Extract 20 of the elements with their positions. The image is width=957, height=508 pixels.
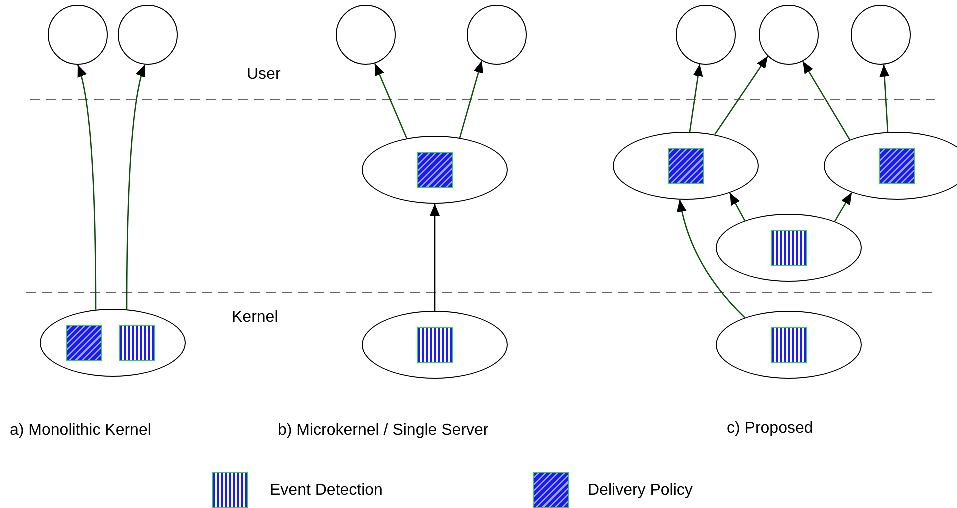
arrow [689,64,704,132]
arrow [834,192,853,222]
arrow [880,64,890,132]
legend-label: Event Detection [270,482,383,500]
arrow [126,64,146,310]
arrow [729,192,746,222]
arrow [677,200,746,318]
arrow [430,204,440,311]
layer-label: User [247,66,281,84]
ellipse-node [824,132,957,200]
panel-caption: b) Microkernel / Single Server [278,422,489,440]
arrow [77,64,97,310]
arrow [802,61,851,140]
arrow [714,56,769,136]
legend-label: Delivery Policy [588,482,693,500]
arrow [374,63,408,139]
panel-caption: c) Proposed [727,420,814,438]
panel-caption: a) Monolithic Kernel [10,422,152,440]
arrow [459,60,484,138]
layer-label: Kernel [232,309,278,327]
